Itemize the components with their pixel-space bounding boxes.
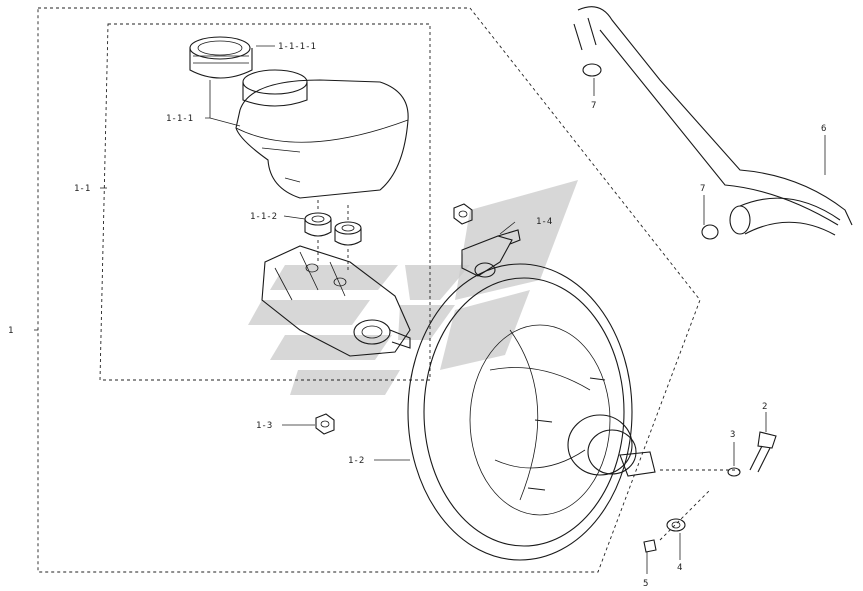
check-valve [461, 229, 521, 278]
label-1-4: 1-4 [536, 217, 552, 227]
brake-booster [407, 263, 656, 561]
label-6: 6 [821, 124, 826, 134]
watermark-logo [248, 180, 578, 395]
bolt [749, 431, 777, 473]
label-1-2: 1-2 [348, 456, 364, 466]
label-1-1-2: 1-1-2 [250, 212, 277, 222]
washer-4 [666, 518, 686, 532]
part-labels: 1 1-1 1-1-1 1-1-1-1 1-1-2 1-2 1-3 1-4 2 … [8, 42, 826, 589]
hose-clamp-upper [582, 63, 602, 77]
master-cylinder-boundary [99, 23, 431, 381]
grommet-pair [304, 200, 362, 272]
assembly-boundary [37, 7, 701, 573]
master-cylinder [261, 245, 411, 357]
nut-1-3 [315, 413, 335, 435]
washer-4-inner [671, 521, 681, 529]
label-1-1-1: 1-1-1 [166, 114, 193, 124]
label-1-1: 1-1 [74, 184, 90, 194]
label-7-upper: 7 [591, 101, 596, 111]
vacuum-hose [573, 6, 853, 236]
label-3: 3 [730, 430, 735, 440]
label-5: 5 [643, 579, 648, 589]
leader-lines [34, 45, 826, 574]
label-4: 4 [677, 563, 682, 573]
reservoir [235, 69, 409, 199]
label-2: 2 [762, 402, 767, 412]
nut-top [453, 203, 473, 225]
clip-5 [643, 539, 657, 553]
label-1-3: 1-3 [256, 421, 272, 431]
hose-clamp-lower [701, 224, 719, 240]
reservoir-cap [189, 36, 253, 79]
washer-3 [727, 467, 741, 477]
label-7-lower: 7 [700, 184, 705, 194]
label-1-1-1-1: 1-1-1-1 [278, 42, 316, 52]
label-1: 1 [8, 326, 13, 336]
